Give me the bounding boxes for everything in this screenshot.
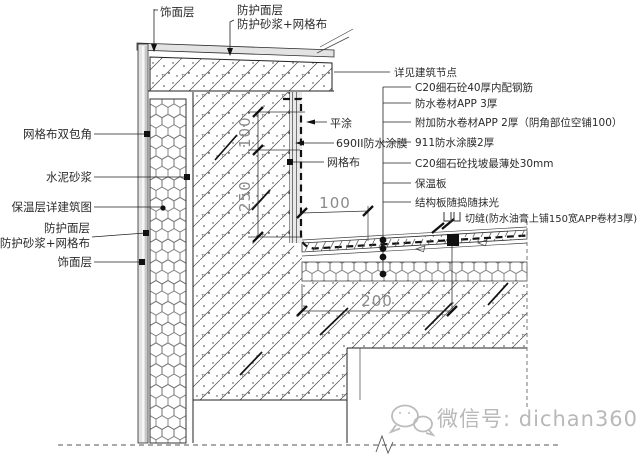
label-extra-app-membrane: 附加防水卷材APP 2厚（阴角部位空铺100） — [415, 116, 622, 129]
concrete-structure — [192, 92, 527, 443]
leader-arrow-left-icon — [295, 140, 304, 146]
label-c20-slope-screed: C20细石砼找坡最薄处30mm — [415, 157, 554, 170]
label-insulation-board: 保温板 — [415, 177, 447, 190]
label-finish-layer-left: 饰面层 — [58, 255, 93, 269]
label-cement-mortar: 水泥砂浆 — [46, 170, 92, 184]
label-app-membrane: 防水卷材APP 3厚 — [415, 97, 498, 110]
right-labels: 详见建筑节点 C20细石砼40厚内配钢筋 防水卷材APP 3厚 附加防水卷材AP… — [334, 66, 637, 278]
label-mesh-corner: 网格布双包角 — [23, 127, 92, 141]
label-protect-layer-left: 防护面层 — [44, 221, 90, 235]
left-labels: 网格布双包角 水泥砂浆 保温层详建筑图 防护面层 防护砂浆+网格布 饰面层 — [0, 127, 190, 269]
leader-arrow-left-icon — [306, 119, 315, 125]
label-insulation-ref: 保温层详建筑图 — [12, 200, 93, 214]
break-zigzag-icon — [375, 434, 394, 455]
roof-insulation-board — [301, 261, 528, 282]
leader-arrow-down-icon — [151, 44, 157, 52]
label-saw-cut-joint: 切缝(防水油膏上铺150宽APP卷材3厚) — [465, 212, 637, 225]
watermark-text: 微信号: dichan360 — [437, 407, 638, 431]
dim-wall-lower: 250 — [236, 180, 254, 212]
dim-wall-upper: 100 — [236, 116, 254, 148]
label-protect-mortar-top: 防护砂浆+网格布 — [237, 17, 327, 31]
leader-arrow-down-icon — [227, 48, 233, 56]
dim-roof-outer: 200 — [361, 292, 393, 310]
top-labels: 饰面层 防护面层 防护砂浆+网格布 — [151, 3, 327, 56]
label-protect-mortar-left: 防护砂浆+网格布 — [0, 236, 90, 250]
saw-cut-joint — [431, 212, 461, 311]
label-690-coating: 690II防水涂膜 — [336, 136, 407, 150]
label-see-arch-detail: 详见建筑节点 — [394, 66, 457, 79]
wall-insulation-board — [149, 98, 187, 444]
break-line — [58, 434, 558, 455]
label-c20-protect-screed: C20细石砼40厚内配钢筋 — [415, 81, 533, 94]
facade-finish-layers — [137, 43, 149, 444]
watermark: 微信号: dichan360 — [388, 404, 638, 437]
label-911-coating: 911防水涂膜2厚 — [415, 136, 495, 149]
mid-labels: 平涂 690II防水涂膜 网格布 — [287, 116, 407, 169]
parapet-coping — [136, 28, 354, 92]
dimensions: 100 250 100 200 — [236, 106, 458, 317]
label-structural-slab: 结构板随捣随抹光 — [415, 196, 499, 209]
label-protect-layer-top: 防护面层 — [237, 3, 283, 17]
wechat-icon — [388, 404, 436, 437]
label-flat-coat: 平涂 — [330, 116, 352, 130]
label-mesh-cloth: 网格布 — [327, 155, 360, 169]
label-finish-layer-top: 饰面层 — [160, 5, 195, 19]
inner-face-waterproofing — [283, 92, 528, 250]
dim-roof-inner: 100 — [319, 194, 351, 212]
